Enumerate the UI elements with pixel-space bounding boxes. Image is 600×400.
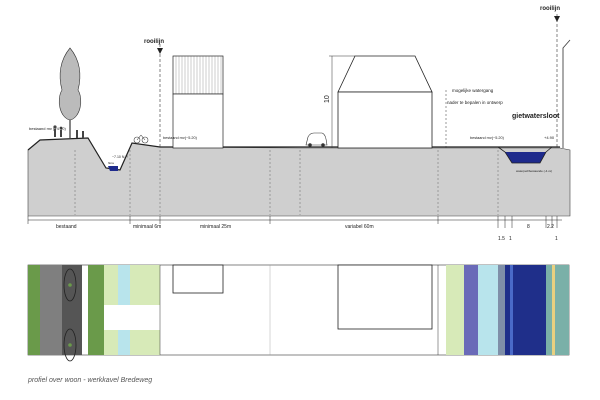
dim-1a: 1 [509,236,512,242]
dim-8: 8 [527,224,530,230]
level-bestaand-left: bestaand mv (~4.30) [29,126,66,131]
people-icon [53,125,84,138]
plan-strip-yellow [552,265,555,355]
watergang-label-2: nader te bepalen in ontwerp [447,100,503,105]
dimension-ticks [27,216,558,228]
plan-strip-grey [40,265,62,355]
plan-strip-teal-1 [546,265,552,355]
plan-strip-lightblue-1 [118,265,130,305]
house-middle [337,55,433,149]
tree-icon [58,47,82,138]
ditch-small-label: flora [108,161,114,165]
rooilijn-right-label: rooilijn [540,6,560,12]
dim-variabel-60: variabel 60m [345,224,374,230]
height-10-label: 10 [324,95,331,103]
plan-strip-lightgreen-5 [446,265,464,355]
level-bestaand-mid: bestaand mv(~5.20) [163,136,198,140]
dim-1b: 1 [555,236,558,242]
plan-strip-lightblue-2 [118,330,130,355]
rooilijn-right-arrow-icon [554,16,560,22]
dim-minimaal-6: minimaal 6m [133,224,161,230]
car-icon [305,132,328,147]
rooilijn-left-label: rooilijn [144,39,164,45]
plan-strip-lightgreen-2 [130,265,160,305]
drawing-caption: profiel over woon - werkkavel Bredeweg [28,377,153,384]
plan-strip-green-1 [28,265,40,355]
tree-plan-icon-2 [63,328,77,362]
plan-strip-lightblue-3 [478,265,498,355]
watergang-label-1: mogelijke watergang [452,88,494,93]
dim-2-2: 2.2 [547,224,554,230]
plan-strip-slate [498,265,505,355]
plan-strip-green-2 [88,265,104,355]
ditch-water [505,152,546,163]
rooilijn-left-arrow-icon [157,48,163,54]
dim-minimaal-25: minimaal 25m [200,224,231,230]
gietwatersloot-label: gietwatersloot [512,113,560,120]
plan-strip-road [62,265,82,355]
plan-strip-blue-edge [510,265,513,355]
dim-bestaand: bestaand [56,224,77,230]
level-right-label: +4.90 [544,135,555,140]
ground-profile [27,137,571,217]
right-ditch-outline [497,146,553,164]
level-bestaand-right: bestaand mv(~5.20) [470,136,505,140]
house-left-footprint [172,264,224,294]
left-ditch-water [108,166,118,171]
plan-strip-teal-2 [555,265,569,355]
lamp-post-icon [562,39,571,148]
plan-strip-lightgreen-3 [104,330,118,355]
house-left [172,55,224,149]
section-dividers [74,150,499,215]
bicycle-icon [133,134,149,144]
plan-strip-lightgreen-1 [104,265,118,305]
plan-view [27,264,570,362]
house-middle-footprint [337,264,433,330]
plan-strip-lightgreen-4 [130,330,160,355]
ditch-level-label: ~7.10 N.P. [112,155,128,159]
plan-strip-purple [464,265,478,355]
water-level-label: waterpeil/bestaande (-4.xx) [516,169,552,173]
dim-1-5: 1.5 [498,236,505,242]
tree-plan-icon [63,268,77,302]
